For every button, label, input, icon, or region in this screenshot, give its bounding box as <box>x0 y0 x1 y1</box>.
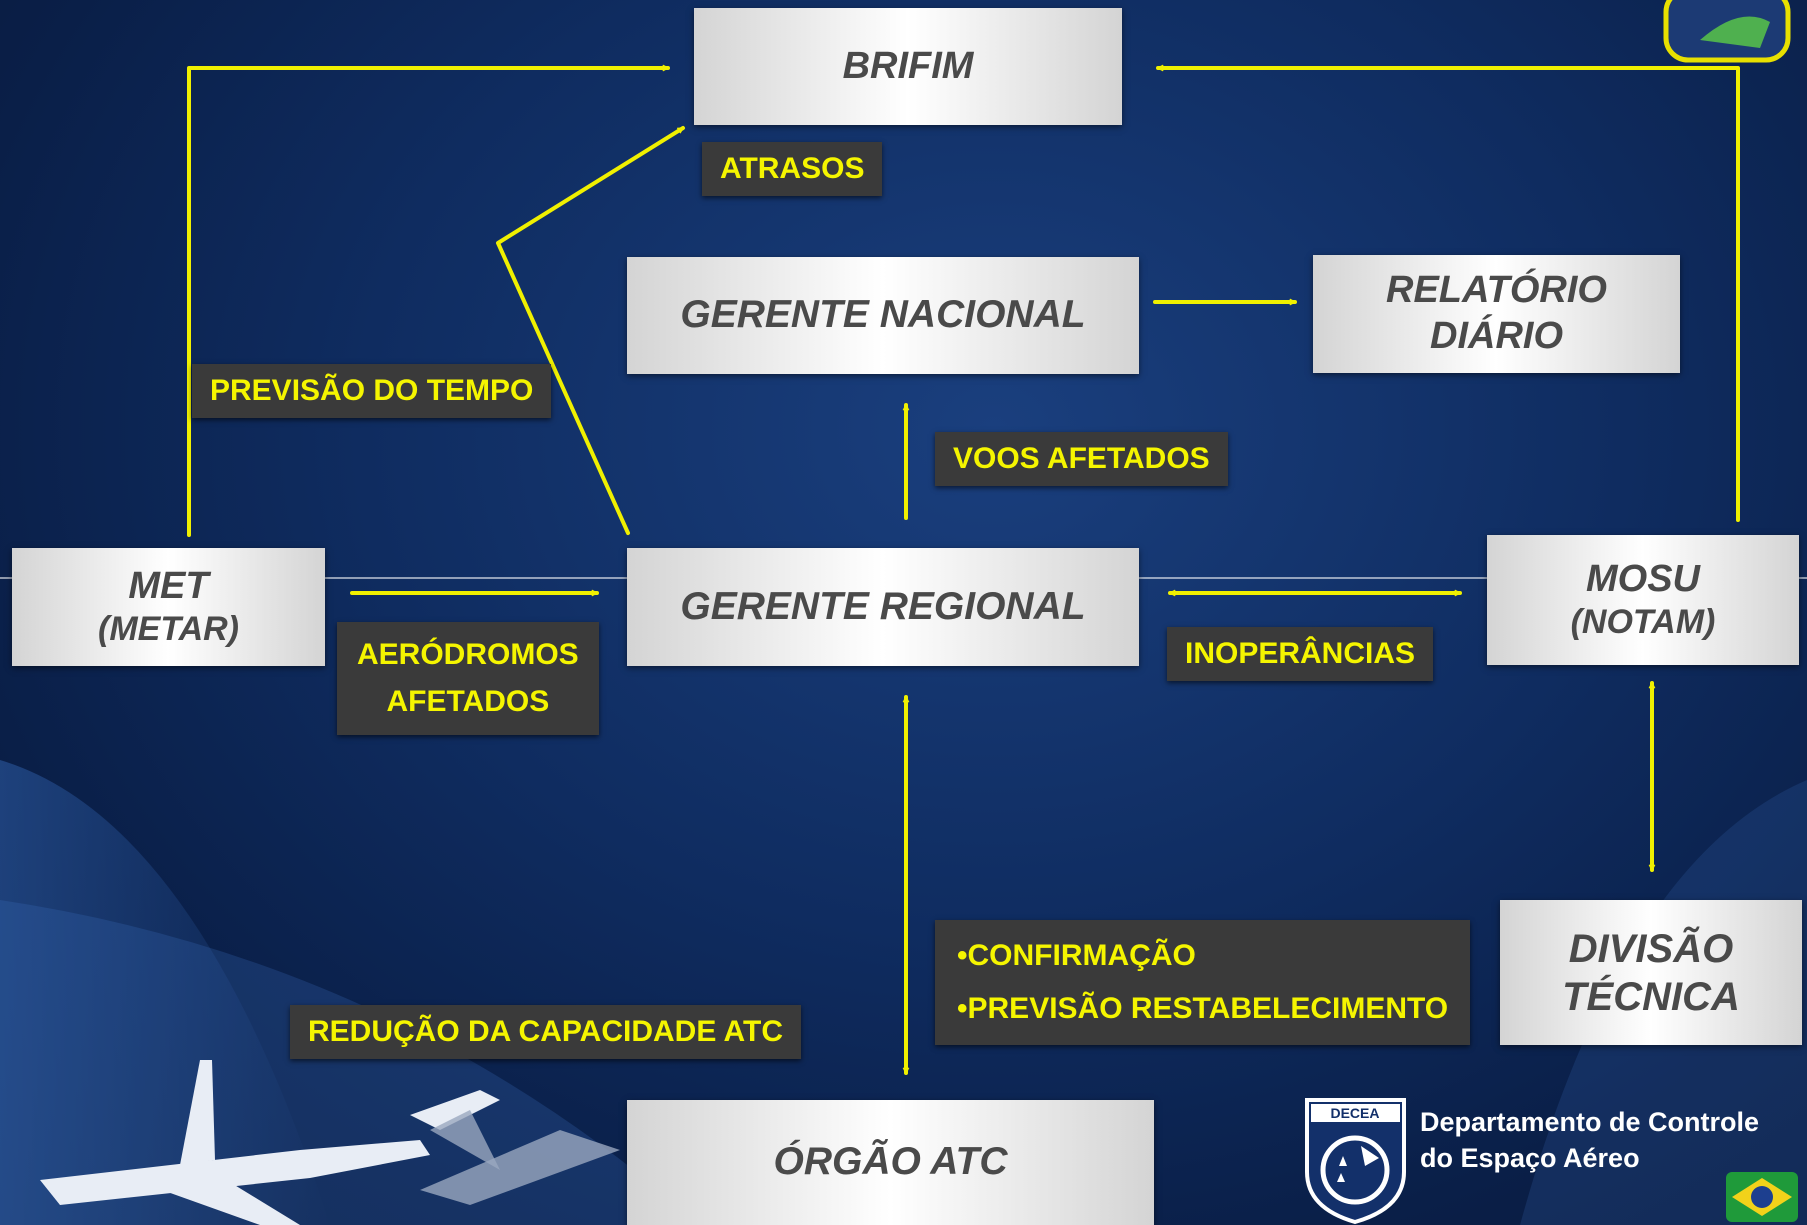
corner-emblem <box>1663 0 1791 63</box>
decea-badge-text: DECEA <box>1330 1105 1379 1121</box>
node-met-line1: MET <box>128 564 209 607</box>
mesh-wave-left <box>0 760 330 1225</box>
label-confirmacao-text: •CONFIRMAÇÃO <box>957 939 1196 972</box>
node-mosu-line2: (NOTAM) <box>1570 603 1716 642</box>
brazil-flag-icon <box>1726 1172 1798 1222</box>
label-aerodromos-line2: AFETADOS <box>386 684 550 718</box>
arrow-regional-to-brifim <box>496 126 685 535</box>
label-previsao-restabelecimento-text: •PREVISÃO RESTABELECIMENTO <box>957 991 1449 1025</box>
label-voos-afetados-text: VOOS AFETADOS <box>953 442 1210 475</box>
label-confirmacao-previsao: •CONFIRMAÇÃO •PREVISÃO RESTABELECIMENTO <box>935 920 1471 1045</box>
node-brifim-label: BRIFIM <box>842 44 974 87</box>
node-met: MET (METAR) <box>12 548 325 666</box>
label-atrasos-text: ATRASOS <box>720 152 865 185</box>
node-gerente-regional: GERENTE REGIONAL <box>627 548 1139 666</box>
node-met-line2: (METAR) <box>98 610 239 649</box>
label-reducao-capacidade-text: REDUÇÃO DA CAPACIDADE ATC <box>308 1015 783 1048</box>
dept-name-line1: Departamento de Controle <box>1420 1107 1760 1138</box>
airplane-silhouette <box>40 1060 500 1225</box>
decea-shield-icon: DECEA <box>1305 1098 1406 1225</box>
node-divisao-line1: DIVISÃO <box>1568 926 1734 971</box>
node-divisao-tecnica: DIVISÃO TÉCNICA <box>1500 900 1802 1045</box>
jet-silhouette <box>420 1110 620 1205</box>
node-gerente-regional-label: GERENTE REGIONAL <box>680 584 1086 628</box>
mesh-wave-lower <box>0 900 700 1225</box>
arrow-mosu-to-brifim <box>1156 68 1740 522</box>
node-relatorio-diario: RELATÓRIO DIÁRIO <box>1313 255 1680 373</box>
node-orgao-atc-label: ÓRGÃO ATC <box>773 1140 1008 1184</box>
decea-logo: DECEA Departamento de Controle do Espaço… <box>1303 1096 1759 1225</box>
node-brifim: BRIFIM <box>694 8 1122 125</box>
node-orgao-atc: ÓRGÃO ATC <box>627 1100 1154 1225</box>
label-reducao-capacidade: REDUÇÃO DA CAPACIDADE ATC <box>290 1005 801 1059</box>
label-atrasos: ATRASOS <box>702 142 883 196</box>
node-relatorio-line1: RELATÓRIO <box>1386 269 1607 312</box>
label-previsao-tempo: PREVISÃO DO TEMPO <box>192 364 552 418</box>
node-mosu: MOSU (NOTAM) <box>1487 535 1799 665</box>
node-gerente-nacional: GERENTE NACIONAL <box>627 257 1139 374</box>
node-gerente-nacional-label: GERENTE NACIONAL <box>680 293 1086 337</box>
node-mosu-line1: MOSU <box>1586 557 1700 600</box>
label-inoperancias: INOPERÂNCIAS <box>1167 627 1434 681</box>
dept-name-line2: do Espaço Aéreo <box>1420 1142 1640 1173</box>
node-relatorio-line2: DIÁRIO <box>1430 315 1563 357</box>
node-divisao-line2: TÉCNICA <box>1562 974 1740 1019</box>
label-aerodromos-afetados: AERÓDROMOS AFETADOS <box>337 622 599 735</box>
arrow-met-to-brifim <box>187 68 670 537</box>
label-aerodromos-line1: AERÓDROMOS <box>357 638 579 671</box>
label-inoperancias-text: INOPERÂNCIAS <box>1185 637 1416 670</box>
label-previsao-tempo-text: PREVISÃO DO TEMPO <box>210 374 534 407</box>
label-voos-afetados: VOOS AFETADOS <box>935 432 1228 486</box>
